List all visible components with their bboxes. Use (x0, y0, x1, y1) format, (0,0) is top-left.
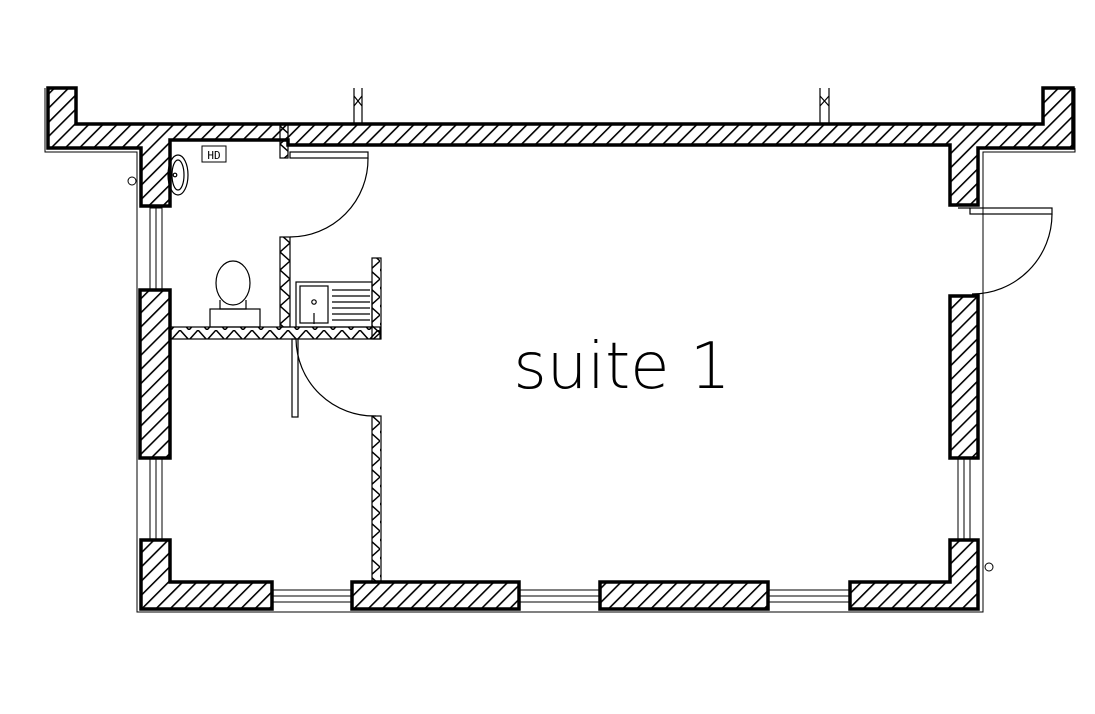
window-left-lower (149, 457, 163, 541)
wash-basin (167, 154, 189, 196)
kitchenette-partition (371, 257, 382, 340)
window-bottom-1 (271, 589, 353, 603)
bottom-wall-segment-1 (350, 580, 521, 611)
hand-dryer-tag: HD (201, 145, 227, 163)
bottom-right-corner-wall (848, 538, 980, 611)
bottom-wall-segment-2 (598, 580, 770, 611)
top-wall (46, 86, 1075, 208)
outer-cladding-line (44, 88, 1076, 613)
window-left-upper (149, 207, 163, 291)
window-bottom-2 (518, 589, 601, 603)
adjacent-partition-2 (819, 88, 830, 124)
window-right-lower (957, 457, 971, 541)
downpipe-right (984, 562, 994, 572)
fixture-tag-label: HD (207, 149, 220, 162)
wc-partition-horizontal (169, 326, 381, 340)
adjacent-partition-1 (353, 88, 363, 124)
wc-partition-top-stub (279, 123, 289, 159)
lobby-door (291, 338, 377, 418)
lobby-partition (371, 415, 382, 583)
wc-partition-vertical (279, 236, 291, 328)
bottom-left-corner-wall (139, 538, 274, 611)
wc-door (289, 151, 369, 238)
entrance-door (958, 207, 1053, 295)
wc-pan (209, 260, 261, 328)
right-wall-pier (948, 294, 980, 460)
downpipe-left (127, 176, 137, 186)
left-wall-pier (138, 288, 172, 460)
room-label: suite 1 (513, 330, 730, 404)
kitchen-sink (295, 281, 373, 328)
window-bottom-3 (767, 589, 851, 603)
